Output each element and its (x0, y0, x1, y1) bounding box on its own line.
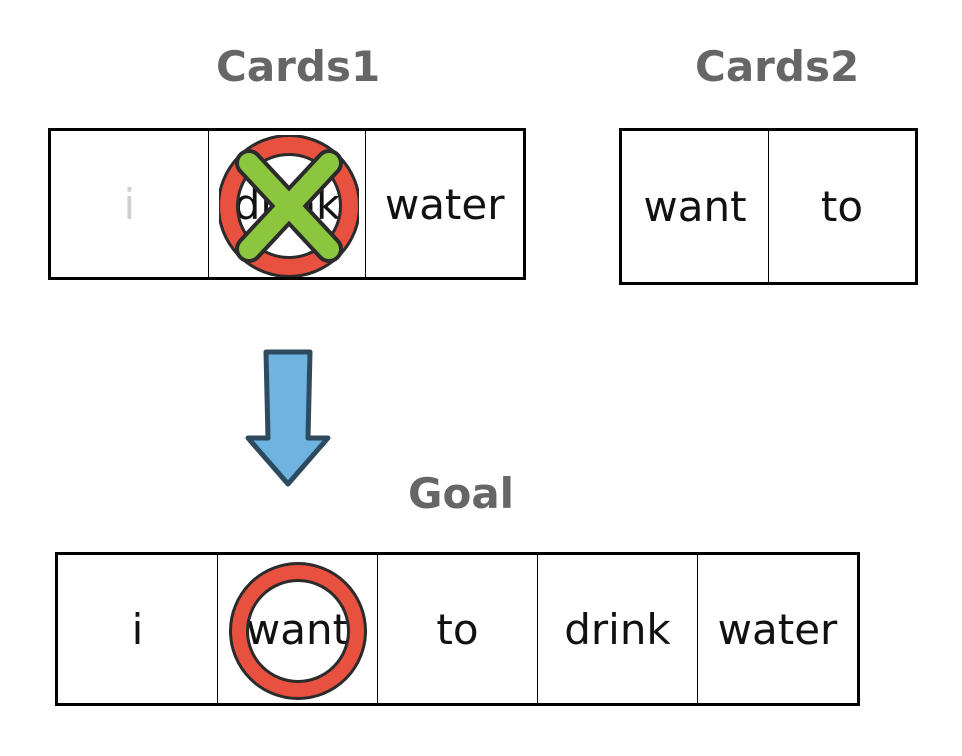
cards2-card-to: to (768, 131, 915, 282)
card-label: want (643, 182, 747, 231)
goal-title: Goal (408, 469, 515, 518)
goal-card-water: water (697, 555, 857, 703)
cards1-card-i: i (51, 131, 208, 277)
cards2-card-want: want (622, 131, 768, 282)
cards1-card-drink: drink (207, 131, 366, 277)
cards1-card-water: water (365, 131, 523, 277)
cards1-title: Cards1 (216, 42, 381, 91)
goal-card-i: i (58, 555, 217, 703)
card-label: i (123, 179, 136, 229)
card-label: water (384, 179, 505, 229)
card-label: to (436, 604, 479, 654)
cards1-row: i drink water (48, 128, 526, 280)
card-label: to (820, 182, 864, 231)
down-arrow-icon (245, 349, 331, 487)
card-label: i (131, 604, 144, 654)
goal-card-to: to (377, 555, 537, 703)
card-label: water (717, 604, 838, 654)
card-label: drink (233, 179, 341, 229)
card-label: drink (564, 604, 671, 654)
card-label: want (245, 604, 350, 654)
goal-card-want: want (217, 555, 377, 703)
cards2-title: Cards2 (695, 42, 860, 91)
goal-row: i want to drink water (55, 552, 860, 706)
cards2-row: want to (619, 128, 918, 285)
goal-card-drink: drink (537, 555, 697, 703)
